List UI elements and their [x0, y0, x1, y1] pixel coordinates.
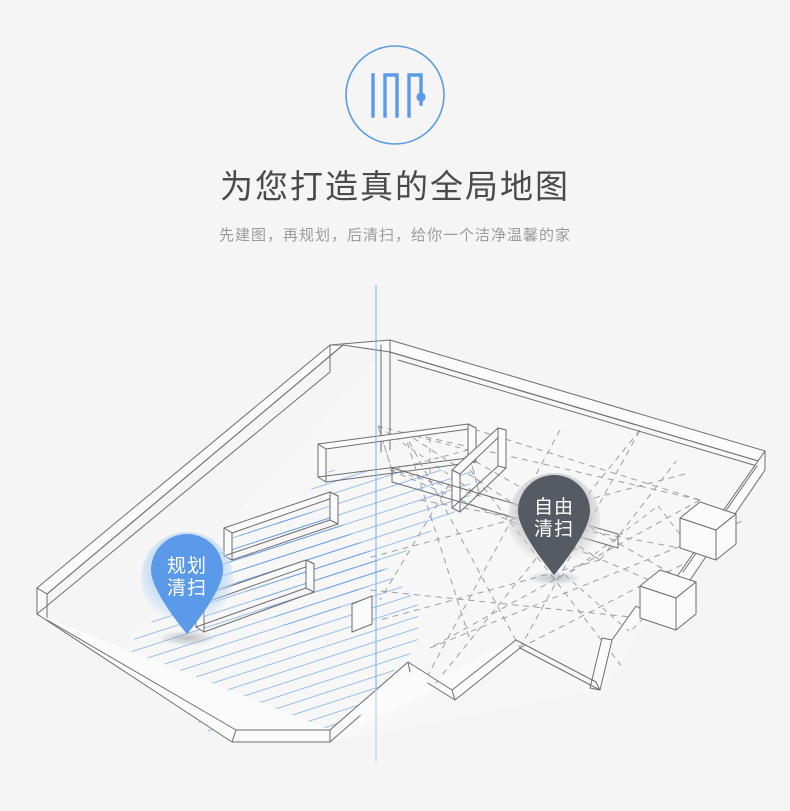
page-title: 为您打造真的全局地图 — [220, 168, 570, 205]
header-block: 为您打造真的全局地图 先建图，再规划，后清扫，给你一个洁净温馨的家 — [0, 0, 790, 246]
pin-planned-cleaning[interactable] — [141, 532, 233, 646]
pin-free-cleaning[interactable] — [508, 473, 600, 585]
page-subtitle: 先建图，再规划，后清扫，给你一个洁净温馨的家 — [218, 227, 571, 245]
logo-circle-outline — [345, 45, 445, 145]
room-walls — [36, 339, 766, 743]
serpentine-cleaning-path-icon — [345, 45, 445, 145]
logo-wrap — [0, 44, 790, 146]
mapped-area-outline — [565, 505, 701, 633]
logo-endpoint-dot — [416, 92, 426, 102]
logo-zigzag-path — [371, 73, 423, 118]
